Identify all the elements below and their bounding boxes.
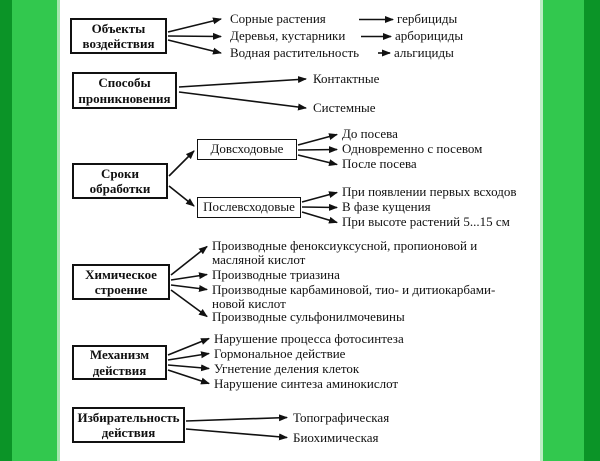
- item-before-sowing: До посева: [342, 126, 398, 141]
- item-photosynthesis-disruption: Нарушение процесса фотосинтеза: [214, 331, 404, 346]
- subcategory-box-post-emergence: Послевсходовые: [197, 197, 301, 218]
- item-systemic: Системные: [313, 100, 376, 115]
- item-plant-height: При высоте растений 5...15 см: [342, 214, 510, 229]
- item-aquatic-vegetation: Водная растительность: [230, 45, 360, 60]
- category-box-mechanism: Механизм действия: [72, 345, 167, 380]
- category-box-penetration: Способы проникновения: [72, 72, 177, 109]
- category-box-objects: Объекты воздействия: [70, 18, 167, 54]
- item-after-sowing: После посева: [342, 156, 417, 171]
- item-with-sowing: Одновременно с посевом: [342, 141, 483, 156]
- result-arboricides: арборициды: [395, 28, 464, 43]
- item-hormonal-action: Гормональное действие: [214, 346, 346, 361]
- item-carbamic-derivatives: Производные карбаминовой, тио- и дитиока…: [212, 282, 496, 311]
- item-triazine-derivatives: Производные триазина: [212, 267, 340, 282]
- item-biochemical: Биохимическая: [293, 430, 379, 445]
- item-first-shoots: При появлении первых всходов: [342, 184, 517, 199]
- item-weed-plants: Сорные растения: [230, 11, 326, 26]
- item-trees-shrubs: Деревья, кустарники: [230, 28, 346, 43]
- item-topographic: Топографическая: [293, 410, 390, 425]
- item-amino-acid-synthesis-disruption: Нарушение синтеза аминокислот: [214, 376, 399, 391]
- subcategory-box-pre-emergence: Довсходовые: [197, 139, 297, 160]
- item-tillering-phase: В фазе кущения: [342, 199, 431, 214]
- category-box-selectivity: Избирательность действия: [72, 407, 185, 443]
- result-herbicides: гербициды: [397, 11, 458, 26]
- category-box-chemical: Химическое строение: [72, 264, 170, 300]
- item-phenoxyacetic-derivatives: Производные феноксиуксусной, пропионовой…: [212, 238, 478, 267]
- result-algicides: альгициды: [394, 45, 454, 60]
- item-sulfonylurea-derivatives: Производные сульфонилмочевины: [212, 309, 405, 324]
- item-cell-division-suppression: Угнетение деления клеток: [214, 361, 360, 376]
- category-box-timing: Сроки обработки: [72, 163, 168, 199]
- item-contact: Контактные: [313, 71, 380, 86]
